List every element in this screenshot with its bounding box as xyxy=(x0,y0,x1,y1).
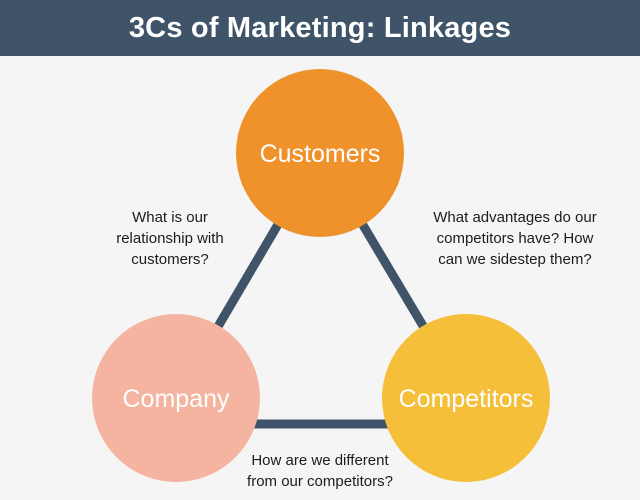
competitors-node xyxy=(382,314,550,482)
customers-node xyxy=(236,69,404,237)
company-label: Company xyxy=(123,385,230,413)
page-title: 3Cs of Marketing: Linkages xyxy=(128,11,512,44)
question-customers-competitors: What advantages do our competitors have?… xyxy=(433,209,597,268)
company-node xyxy=(92,314,260,482)
customers-label: Customers xyxy=(260,140,381,168)
competitors-label: Competitors xyxy=(399,385,534,413)
title-bar: 3Cs of Marketing: Linkages xyxy=(0,0,640,56)
question-company-competitors: How are we different from our competitor… xyxy=(247,452,393,490)
question-customers-company: What is our relationship with customers? xyxy=(116,209,224,268)
